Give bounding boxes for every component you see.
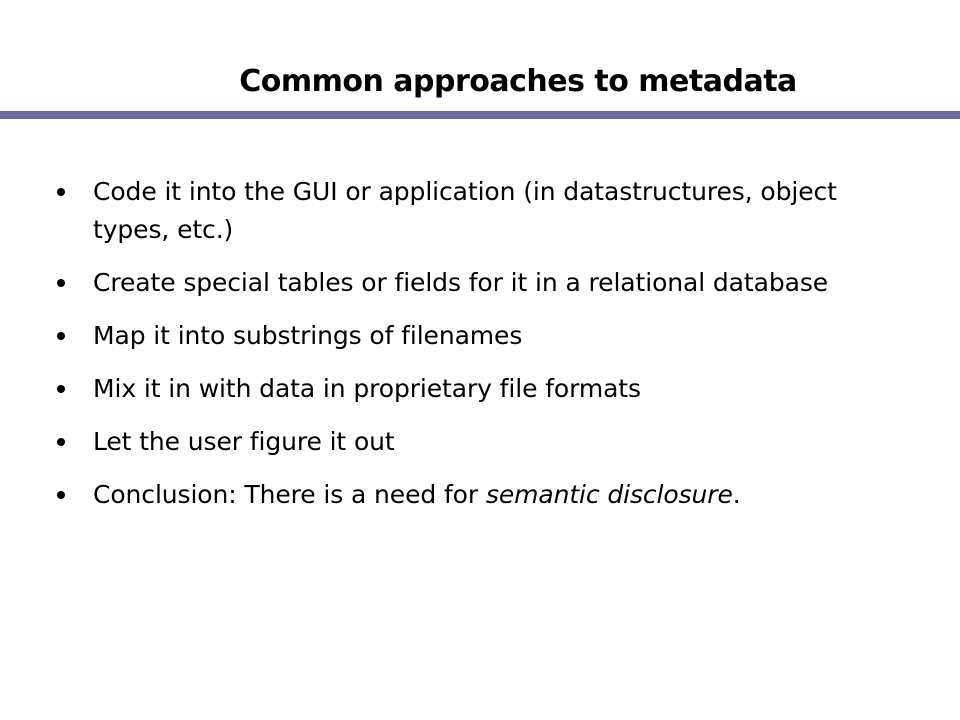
bullet-segment: Create special tables or fields for it i…: [93, 268, 829, 297]
bullet-text: Mix it in with data in proprietary file …: [93, 374, 641, 403]
bullet-dot-icon: [57, 385, 65, 393]
bullet-item: Conclusion: There is a need for semantic…: [56, 476, 906, 514]
bullet-dot-icon: [57, 438, 65, 446]
bullet-text: Code it into the GUI or application (in …: [93, 177, 837, 244]
bullet-segment: Conclusion: There is a need for: [93, 480, 486, 509]
bullet-dot-icon: [57, 279, 65, 287]
bullet-text: Map it into substrings of filenames: [93, 321, 522, 350]
bullet-dot-icon: [57, 188, 65, 196]
bullet-dot-icon: [57, 491, 65, 499]
bullet-item: Let the user figure it out: [56, 423, 906, 461]
bullet-emphasis: semantic disclosure: [485, 480, 733, 509]
bullet-text: Conclusion: There is a need for semantic…: [93, 480, 741, 509]
bullet-list: Code it into the GUI or application (in …: [56, 173, 906, 529]
bullet-segment: Map it into substrings of filenames: [93, 321, 523, 350]
bullet-segment: Code it into the GUI or application (in …: [93, 177, 837, 244]
bullet-segment: .: [732, 480, 741, 509]
title-divider: [0, 111, 960, 119]
bullet-item: Map it into substrings of filenames: [56, 317, 906, 355]
bullet-item: Mix it in with data in proprietary file …: [56, 370, 906, 408]
bullet-segment: Let the user figure it out: [93, 427, 395, 456]
bullet-item: Create special tables or fields for it i…: [56, 264, 906, 302]
slide-title: Common approaches to metadata: [239, 64, 797, 100]
bullet-text: Create special tables or fields for it i…: [93, 268, 828, 297]
bullet-item: Code it into the GUI or application (in …: [56, 173, 906, 249]
bullet-segment: Mix it in with data in proprietary file …: [93, 374, 641, 403]
bullet-text: Let the user figure it out: [93, 427, 395, 456]
bullet-dot-icon: [57, 332, 65, 340]
